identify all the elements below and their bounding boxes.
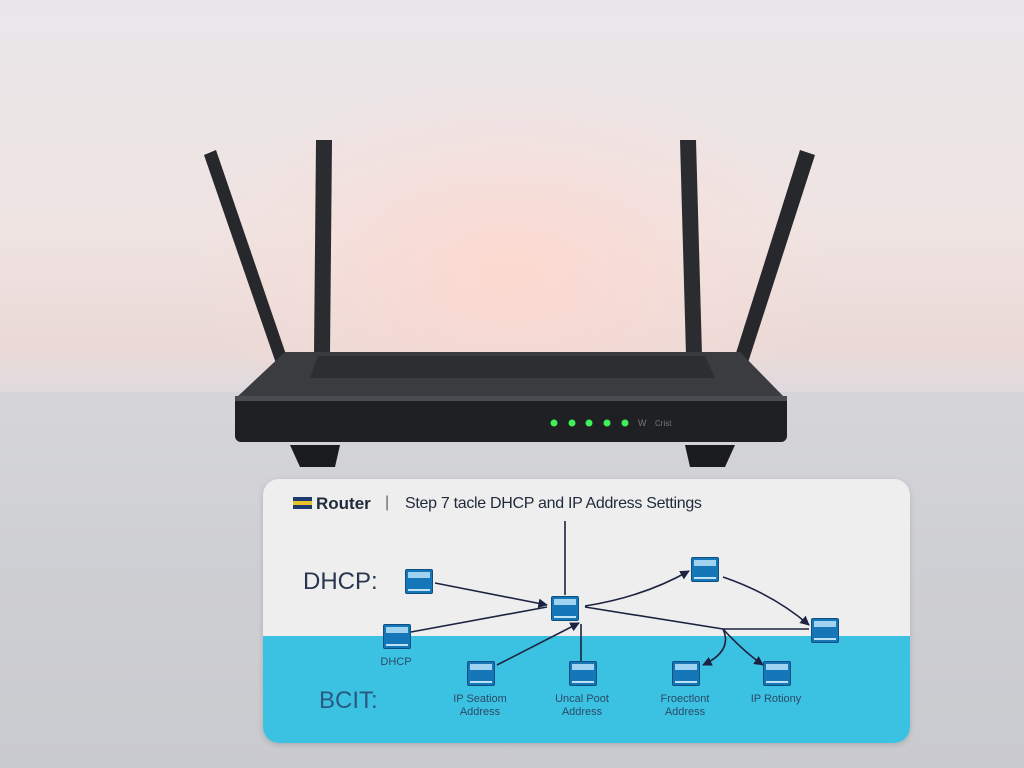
node-label-line: Address <box>664 706 706 718</box>
network-node-bottom-4 <box>763 661 791 686</box>
router-foot-left <box>290 445 340 467</box>
network-node-router <box>551 596 579 621</box>
panel-label: Crist <box>655 419 672 428</box>
network-node-dhcp <box>405 569 433 594</box>
card-band <box>263 636 910 743</box>
led <box>550 419 558 427</box>
connector <box>434 582 548 609</box>
led <box>621 419 629 427</box>
node-label-line: Uncal Poot <box>555 693 609 705</box>
info-card: Router | Step 7 tacle DHCP and IP Addres… <box>263 479 910 743</box>
node-label: IP Rotiony <box>731 693 821 706</box>
brand-name: Router <box>316 494 371 513</box>
led <box>603 419 611 427</box>
antenna-left-outer <box>204 150 292 375</box>
connector <box>702 628 727 666</box>
antenna-left-inner <box>314 140 332 355</box>
node-label-line: Address <box>561 706 603 718</box>
connector <box>584 606 724 630</box>
router-foot-right <box>685 445 735 467</box>
connector <box>722 576 810 626</box>
connector <box>496 622 580 666</box>
row-label-dhcp: DHCP: <box>303 568 378 595</box>
antenna-right-inner <box>680 140 702 355</box>
status-leds <box>550 419 629 427</box>
connector <box>410 606 548 633</box>
network-node-right <box>811 618 839 643</box>
panel-label: W <box>638 418 647 428</box>
node-label-line: Address <box>459 706 501 718</box>
antenna-right-outer <box>730 150 815 375</box>
network-node-bottom-2 <box>569 661 597 686</box>
node-label-line: Froectlont <box>660 693 710 705</box>
card-title: Step 7 tacle DHCP and IP Address Setting… <box>405 495 702 512</box>
router-vent <box>310 356 715 378</box>
diagram-connections <box>410 521 810 666</box>
node-label-line: IP Rotiony <box>750 693 802 705</box>
led <box>585 419 593 427</box>
network-node-top-right <box>691 557 719 582</box>
network-node-bottom-1 <box>467 661 495 686</box>
separator: | <box>385 494 390 511</box>
router-logo-icon <box>293 497 312 509</box>
node-label-line: IP Seatiom <box>453 693 507 705</box>
led <box>568 419 576 427</box>
connector <box>584 570 690 607</box>
row-label-bcit: BCIT: <box>319 687 378 714</box>
router-front <box>235 396 787 442</box>
node-label-dhcp: DHCP <box>380 656 412 668</box>
network-node-left <box>383 624 411 649</box>
network-node-bottom-3 <box>672 661 700 686</box>
connector <box>722 628 764 666</box>
